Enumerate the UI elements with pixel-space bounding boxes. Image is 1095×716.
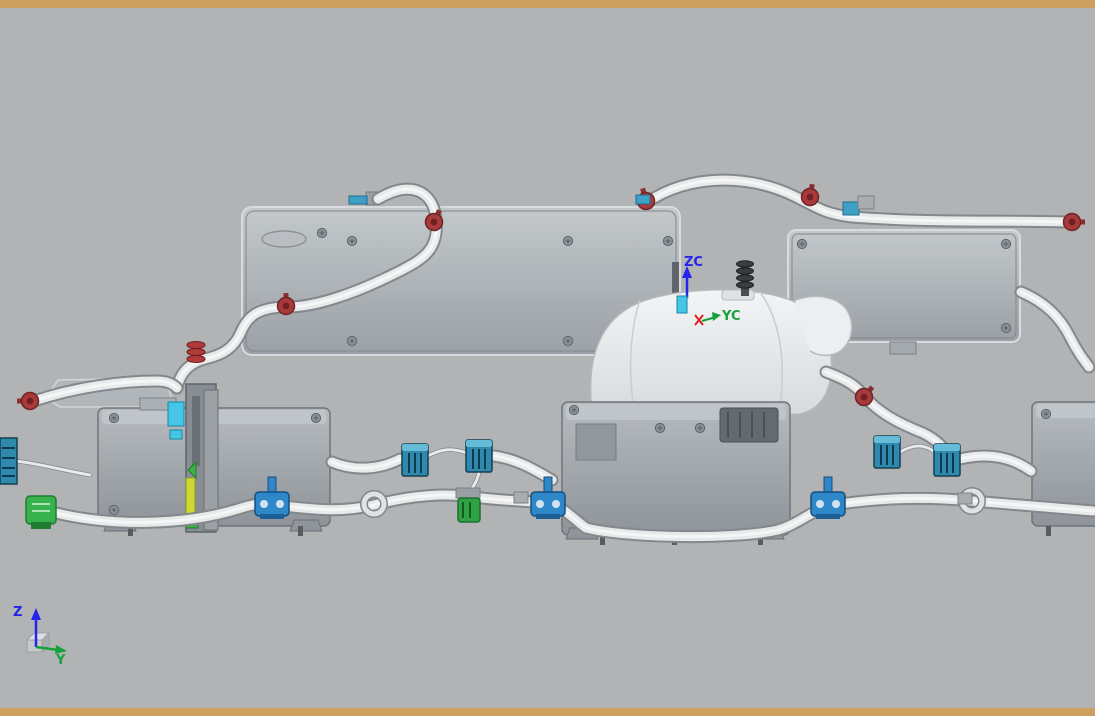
cyan-clip[interactable]	[635, 194, 651, 205]
cyan-connector[interactable]	[167, 401, 185, 427]
triad-y-label: Y	[55, 653, 66, 668]
stud-bolt	[600, 535, 605, 545]
wcs-yc-arrow-icon[interactable]	[712, 312, 721, 321]
dark-coil-breather[interactable]	[736, 260, 754, 296]
bracket-slot	[192, 396, 200, 466]
view-triad[interactable]: Z Y	[13, 605, 67, 668]
blue-connector[interactable]	[465, 439, 493, 473]
triad-z-arrow-icon[interactable]	[31, 608, 41, 620]
module-center[interactable]	[561, 401, 791, 545]
bracket-assembly[interactable]	[167, 383, 219, 533]
green-connector-left[interactable]	[25, 495, 57, 529]
module-recess	[575, 423, 617, 461]
module-right[interactable]	[1031, 401, 1095, 536]
window-border-bottom	[0, 708, 1095, 716]
mounting-foot	[289, 519, 323, 532]
gray-fitting[interactable]	[957, 492, 973, 505]
blue-connector[interactable]	[873, 435, 901, 469]
wcs-handle[interactable]	[676, 295, 688, 314]
wcs-origin-marker-icon[interactable]	[694, 314, 704, 326]
triad-y-arrow-icon[interactable]	[55, 645, 67, 654]
plate-edge-slot	[672, 262, 679, 310]
filler-neck	[721, 289, 755, 301]
stud-bolt	[758, 535, 763, 545]
triad-y-axis[interactable]	[35, 645, 59, 652]
blue-connector[interactable]	[933, 443, 961, 477]
wcs-zc-label: ZC	[684, 255, 703, 270]
blue-connector-edge[interactable]	[0, 437, 18, 485]
red-coil-fitting[interactable]	[186, 341, 206, 363]
triad-z-label: Z	[13, 605, 22, 620]
cyan-fitting[interactable]	[842, 201, 860, 216]
stud-bolt	[1046, 526, 1051, 536]
wcs-yc-label: YC	[721, 309, 741, 324]
plate-tab	[889, 341, 917, 355]
window-border-top	[0, 0, 1095, 8]
wcs-zc-arrow-icon[interactable]	[682, 266, 692, 278]
gray-fitting[interactable]	[513, 491, 529, 504]
plate-slot	[261, 230, 307, 248]
green-connector-mid[interactable]	[455, 487, 481, 523]
cyan-clip[interactable]	[169, 429, 183, 440]
blue-connector[interactable]	[401, 443, 429, 477]
cyan-clip[interactable]	[348, 195, 368, 205]
green-wedge[interactable]	[187, 460, 197, 480]
gray-elbow-fitting[interactable]	[857, 195, 875, 210]
expansion-tank-housing[interactable]	[589, 289, 853, 420]
stud-bolt	[298, 526, 303, 536]
stud-bolt	[128, 526, 133, 536]
wcs-indicator[interactable]: ZC YC	[676, 255, 741, 326]
